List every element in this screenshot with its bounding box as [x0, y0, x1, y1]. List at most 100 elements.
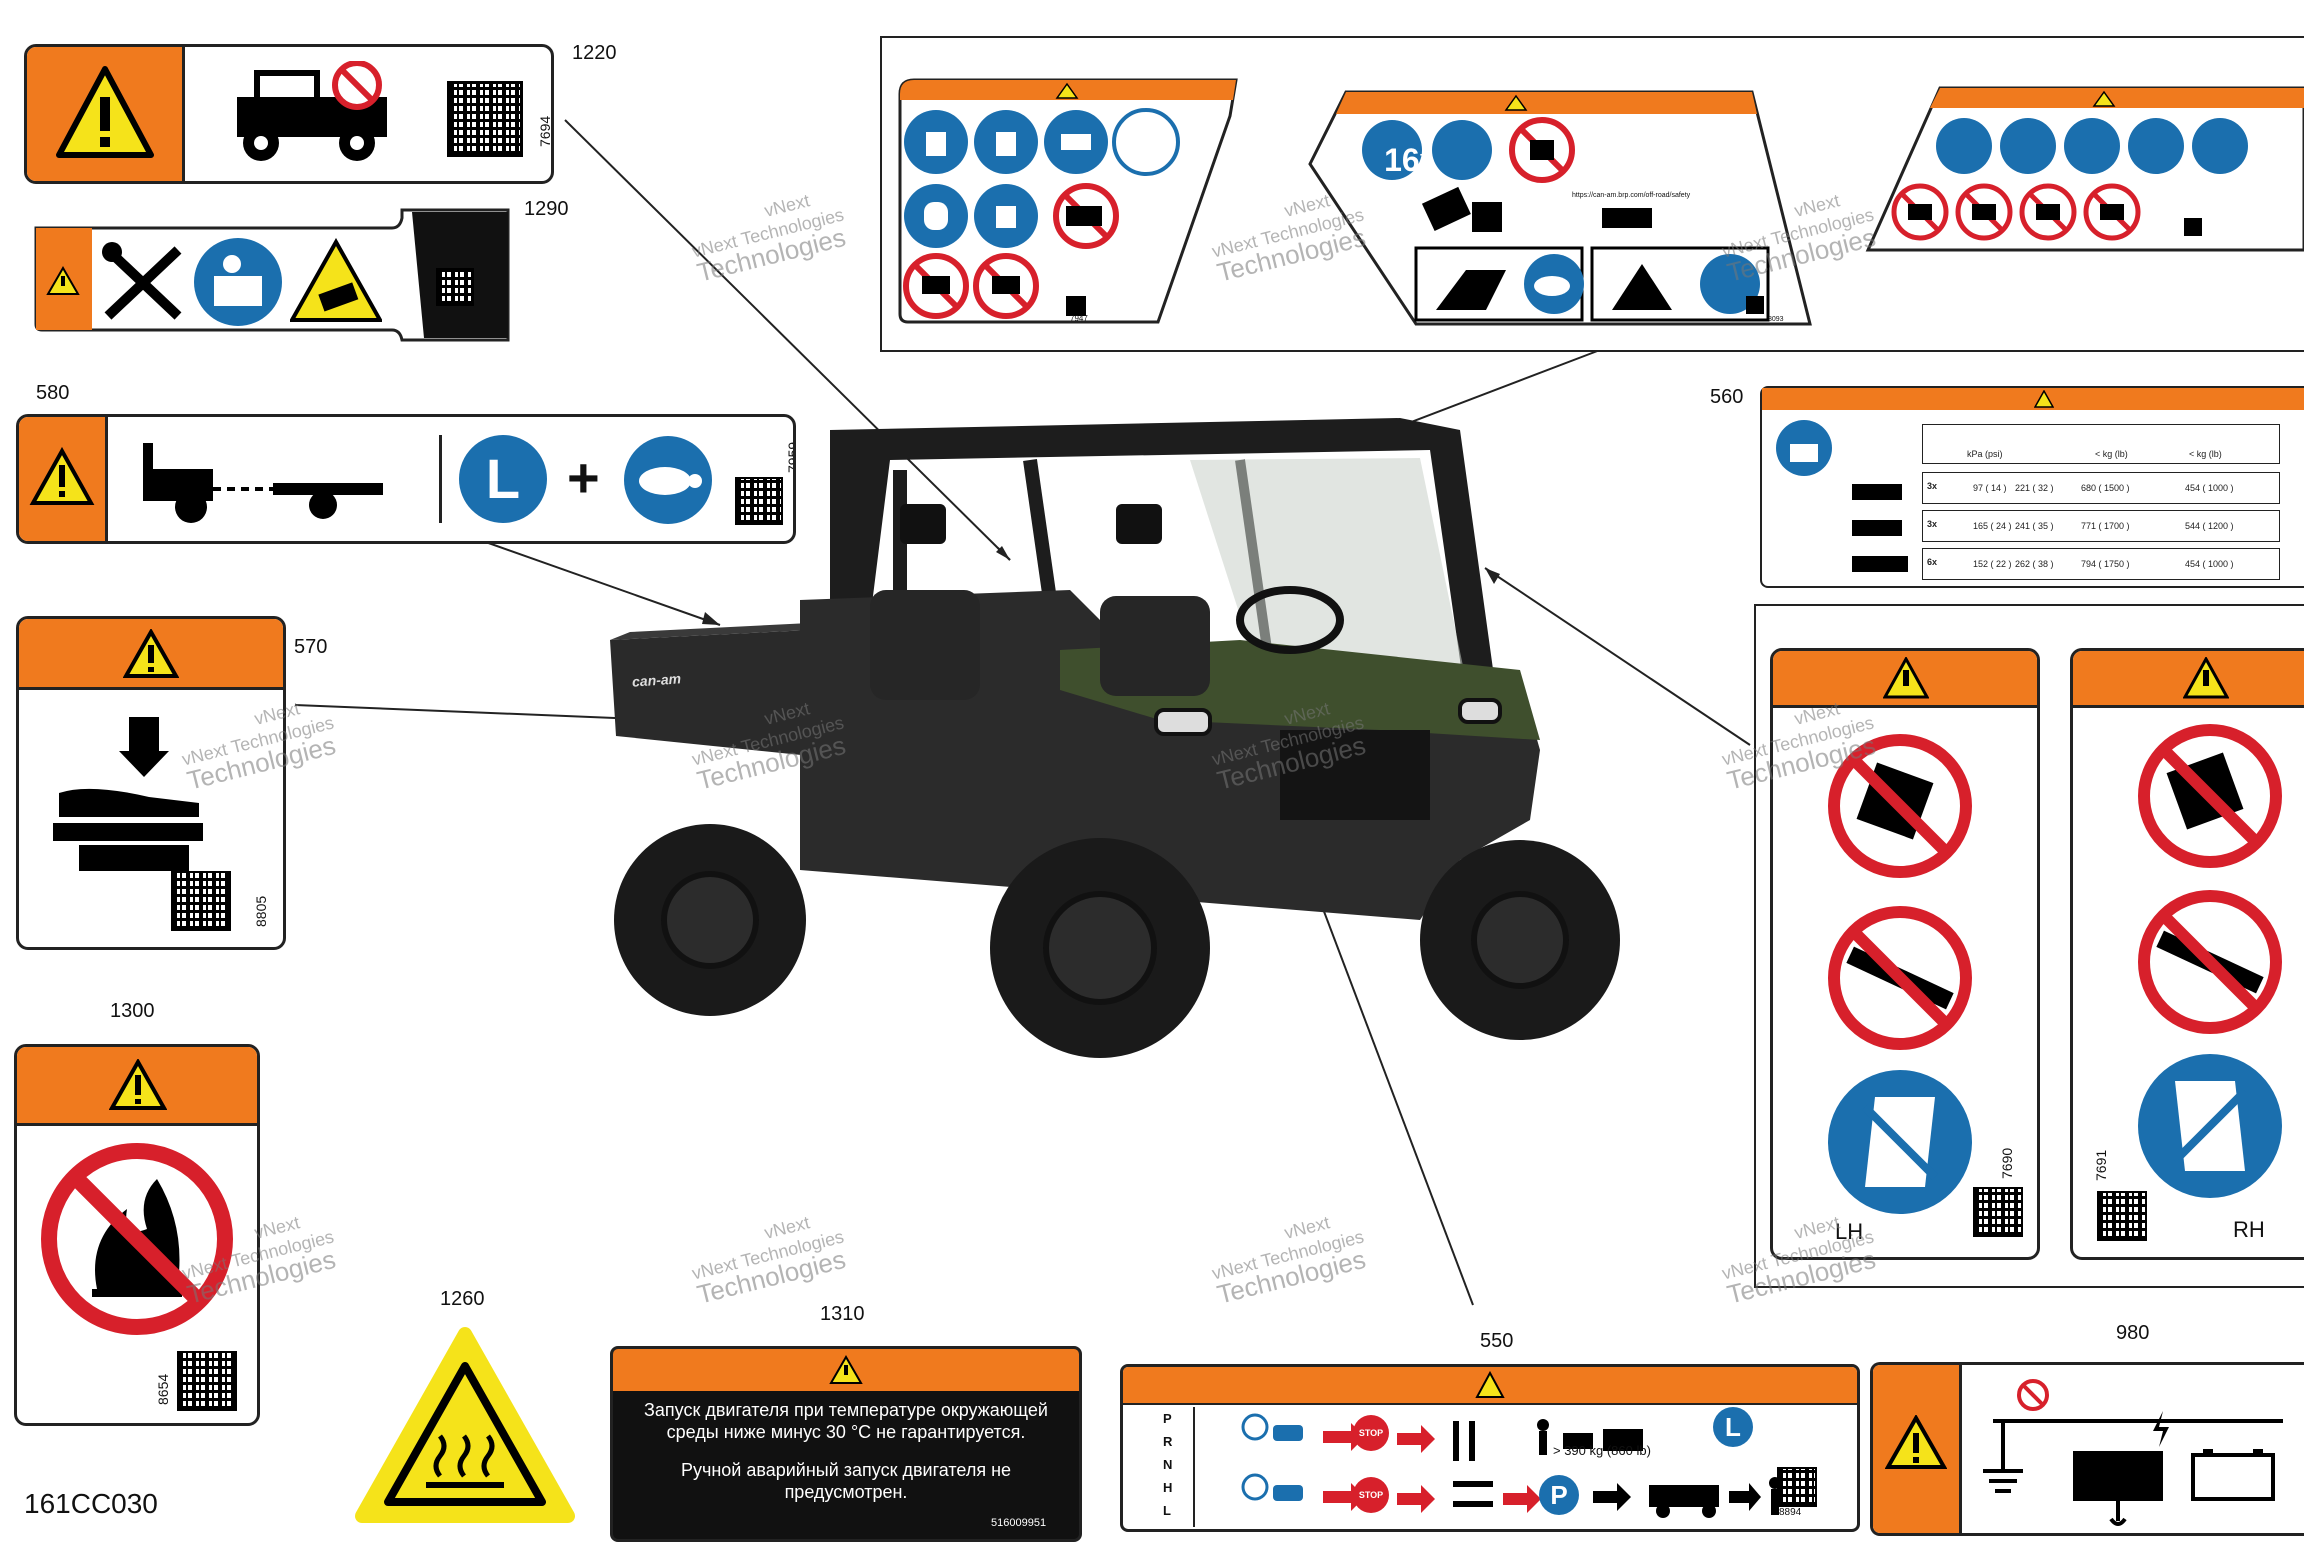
row-seats: 3x — [1927, 519, 1938, 529]
warning-triangle-icon — [1885, 1415, 1947, 1469]
callout-560: 560 — [1710, 386, 1744, 408]
qr-code-icon — [436, 268, 474, 306]
warning-triangle-icon — [123, 629, 179, 678]
vehicle-walkaway-icon — [1593, 1477, 1781, 1518]
gear-p: P — [1163, 1411, 1172, 1426]
no-fire-icon — [41, 1143, 233, 1335]
warning-triangle-icon — [1475, 1371, 1505, 1398]
manual-icon — [194, 238, 282, 326]
label-1210: RH 7691 — [2070, 648, 2304, 1260]
no-ejection-icon — [1828, 734, 1972, 878]
callout-1290: 1290 — [524, 198, 569, 220]
row-rear-pressure: 221 ( 32 ) — [2015, 483, 2054, 493]
label-500 — [898, 78, 1238, 324]
gear-n: N — [1163, 1457, 1173, 1472]
warning-triangle-icon — [109, 1059, 167, 1110]
label-980 — [1870, 1362, 2304, 1536]
seatbelt-icon — [1828, 1070, 1972, 1214]
qr-code-icon — [735, 477, 783, 525]
age-plus: + — [1419, 146, 1428, 163]
label-1310-part: 516009951 — [991, 1517, 1047, 1529]
row-total-load: 794 ( 1750 ) — [2081, 559, 2130, 569]
no-ejection-icon — [2138, 724, 2282, 868]
no-passenger-in-bed-icon — [237, 61, 387, 161]
label-510 — [1308, 90, 1812, 326]
pinch-icon — [53, 717, 203, 871]
warning-triangle-icon — [2183, 657, 2229, 699]
label-code: 8805 — [253, 895, 269, 927]
row-total-load: 680 ( 1500 ) — [2081, 483, 2130, 493]
seatbelt-icon — [2138, 1054, 2282, 1198]
row-seats: 3x — [1927, 481, 1938, 491]
label-1310-line4: предусмотрен. — [784, 1482, 908, 1502]
row-front-pressure: 152 ( 22 ) — [1973, 559, 2012, 569]
brand-decal: can-am — [631, 670, 682, 690]
low-gear-icon: L — [459, 435, 547, 523]
vehicle-config-icons — [1852, 484, 1908, 572]
qr-code-icon — [171, 871, 231, 931]
label-code: 7690 — [1999, 1147, 2015, 1179]
header-load-2: < kg (lb) — [2189, 449, 2222, 459]
label-560: kPa (psi) < kg (lb) < kg (lb) 3x 97 ( 14… — [1760, 386, 2304, 588]
label-code: 8093 — [1768, 316, 1784, 323]
label-1310-line1: Запуск двигателя при температуре окружаю… — [644, 1400, 1048, 1420]
side-label: RH — [2233, 1217, 2265, 1242]
row-bed-load: 454 ( 1000 ) — [2185, 483, 2234, 493]
label-1200: LH 7690 — [1770, 648, 2040, 1260]
age-limit-value: 16 — [1384, 142, 1420, 178]
qr-code-icon — [2097, 1191, 2147, 1241]
age-limit-icon: 16+ — [1376, 142, 1436, 179]
side-label: LH — [1835, 1219, 1864, 1244]
tools-icon — [102, 242, 182, 320]
callout-980: 980 — [2116, 1322, 2150, 1344]
stop-icon-1: STOP — [1353, 1415, 1389, 1451]
callout-1260: 1260 — [440, 1288, 485, 1310]
callout-580: 580 — [36, 382, 70, 404]
winch-wiring-icon — [1983, 1379, 2283, 1526]
plus-sign: + — [567, 446, 600, 509]
gear-h: H — [1163, 1480, 1173, 1495]
weight-limit: > 390 kg (860 lb) — [1553, 1443, 1651, 1458]
hot-surface-icon — [355, 1327, 575, 1523]
callout-550: 550 — [1480, 1330, 1514, 1352]
row-seats: 6x — [1927, 557, 1938, 567]
park-icon: P — [1539, 1475, 1579, 1515]
stop-icon-2: STOP — [1353, 1477, 1389, 1513]
callout-1220: 1220 — [572, 42, 617, 64]
warning-triangle-icon — [1883, 657, 1929, 699]
tipping-icon — [290, 238, 382, 322]
header-pressure: kPa (psi) — [1967, 449, 2003, 459]
row-total-load: 771 ( 1700 ) — [2081, 521, 2130, 531]
loading-steps-icons — [1397, 1419, 1643, 1513]
label-code: 8654 — [155, 1373, 171, 1405]
table-row: 3x 165 ( 24 ) 241 ( 35 ) 771 ( 1700 ) 54… — [1922, 510, 2280, 542]
load-table: 3x 97 ( 14 ) 221 ( 32 ) 680 ( 1500 ) 454… — [1922, 472, 2280, 580]
label-1300: 8654 — [14, 1044, 260, 1426]
header-load-1: < kg (lb) — [2095, 449, 2128, 459]
label-1290-shape — [34, 208, 510, 342]
low-gear-icon: L — [1713, 1407, 1753, 1447]
warning-triangle-icon — [29, 447, 95, 505]
label-550: P R N H L STOP STOP > 390 kg (860 lb) L … — [1120, 1364, 1860, 1532]
qr-code-icon — [1973, 1187, 2023, 1237]
label-code: 8894 — [1779, 1507, 1802, 1518]
table-row: 6x 152 ( 22 ) 262 ( 38 ) 794 ( 1750 ) 45… — [1922, 548, 2280, 580]
label-code: 7691 — [2093, 1149, 2109, 1181]
no-grab-rollbar-icon — [1828, 906, 1972, 1050]
label-code: 7947 — [1070, 314, 1088, 323]
qr-code-icon — [1777, 1467, 1817, 1507]
label-520 — [1865, 86, 2304, 252]
utv-vehicle-image — [610, 418, 1620, 1058]
label-1310-line2: среды ниже минус 30 °C не гарантируется. — [666, 1422, 1026, 1442]
label-1310: Запуск двигателя при температуре окружаю… — [610, 1346, 1082, 1542]
safety-url: https://can-am.brp.com/off-road/safety — [1572, 192, 1691, 199]
qr-code-icon — [177, 1351, 237, 1411]
manual-icon — [1776, 420, 1832, 476]
table-row: 3x 97 ( 14 ) 221 ( 32 ) 680 ( 1500 ) 454… — [1922, 472, 2280, 504]
label-1310-line3: Ручной аварийный запуск двигателя не — [680, 1460, 1012, 1480]
gear-r: R — [1163, 1434, 1173, 1449]
label-1220: 7694 — [24, 44, 554, 184]
row-rear-pressure: 241 ( 35 ) — [2015, 521, 2054, 531]
label-code: 8653 — [512, 285, 523, 308]
row-front-pressure: 165 ( 24 ) — [1973, 521, 2012, 531]
